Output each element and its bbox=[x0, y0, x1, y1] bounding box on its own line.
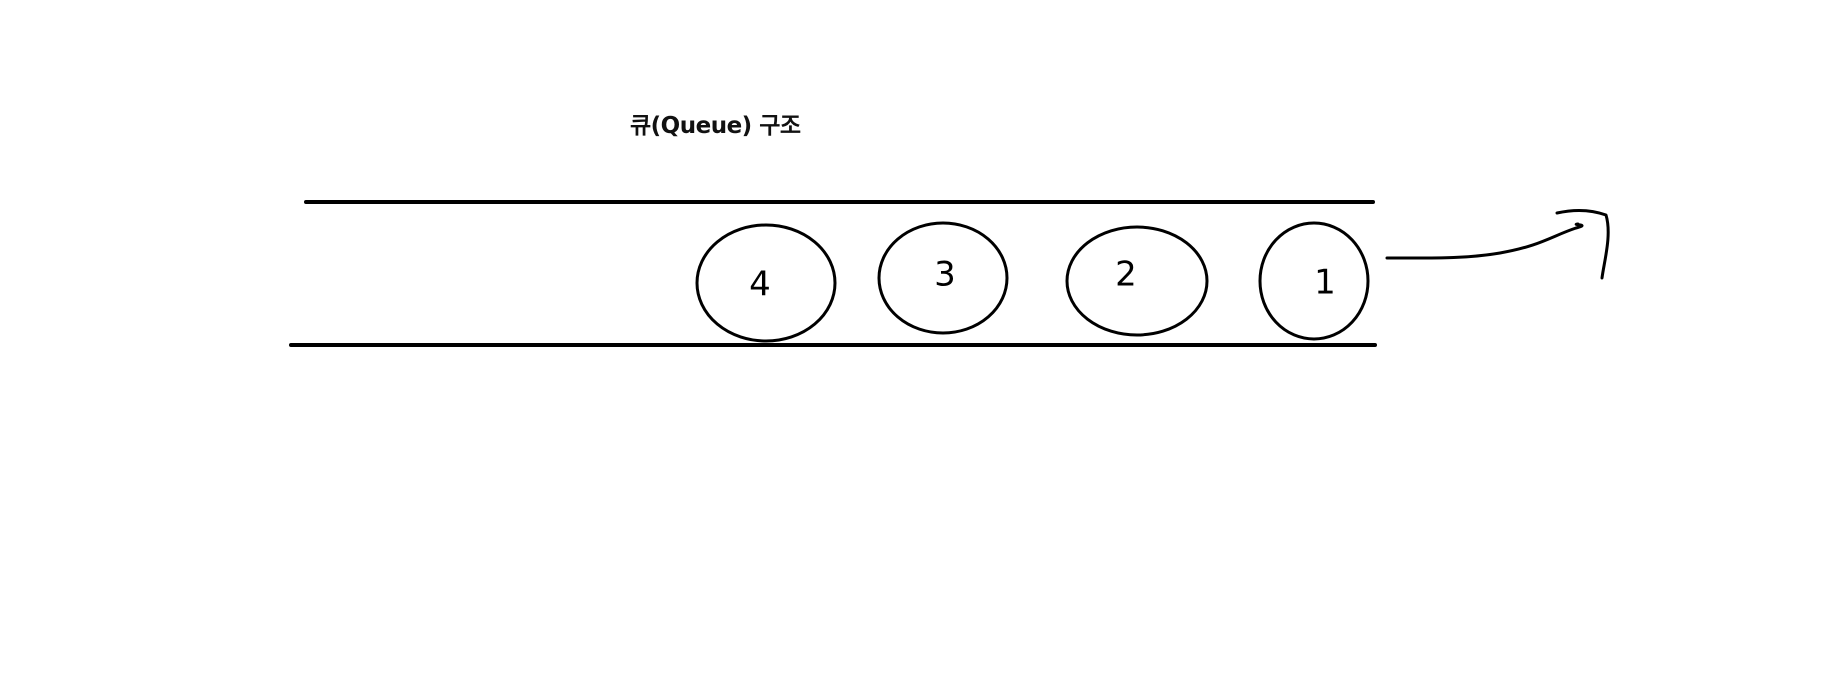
queue-item-label: 2 bbox=[1115, 255, 1137, 295]
queue-item-3: 3 bbox=[877, 221, 1009, 335]
dequeue-arrow-head bbox=[1555, 209, 1610, 280]
queue-item-circle bbox=[695, 223, 837, 343]
diagram-title: 큐(Queue) 구조 bbox=[630, 113, 801, 139]
queue-item-label: 4 bbox=[749, 265, 771, 305]
queue-item-label: 3 bbox=[934, 255, 956, 295]
queue-item-1: 1 bbox=[1258, 221, 1370, 341]
curved-arrow-icon bbox=[1385, 209, 1610, 280]
queue-rails bbox=[289, 200, 1377, 347]
queue-item-circle bbox=[1065, 225, 1209, 337]
queue-item-circle bbox=[877, 221, 1009, 335]
queue-item-2: 2 bbox=[1065, 225, 1209, 337]
queue-item-circle bbox=[1258, 221, 1370, 341]
queue-item-label: 1 bbox=[1314, 263, 1336, 303]
queue-item-4: 4 bbox=[695, 223, 837, 343]
dequeue-arrow-line bbox=[1385, 222, 1584, 260]
